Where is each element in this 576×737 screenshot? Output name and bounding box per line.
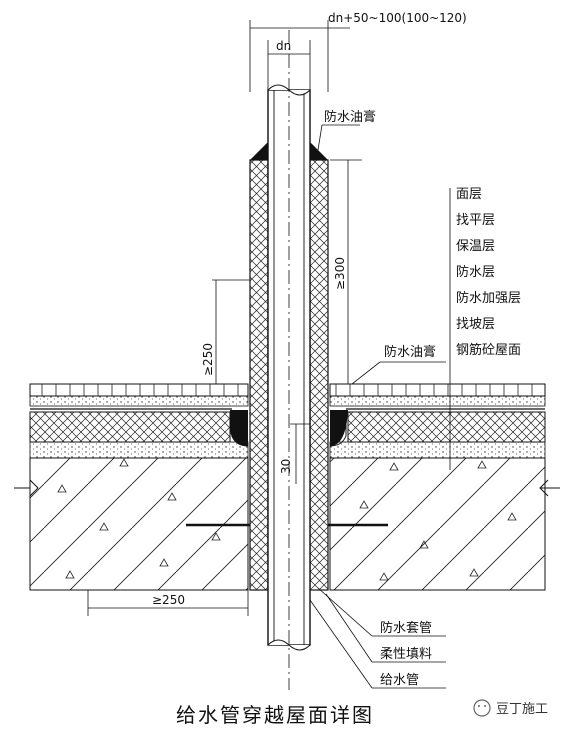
pipe-dn-dimension: dn <box>276 39 291 53</box>
layer-item: 防水层 <box>456 264 495 280</box>
gap-30-dimension: 30 <box>279 459 293 474</box>
pipe-assembly <box>249 30 329 690</box>
drawing-title: 给水管穿越屋面详图 <box>176 703 374 727</box>
layer-item: 找平层 <box>456 213 495 228</box>
wechat-icon <box>473 699 491 717</box>
bottom-250-dimension: ≥250 <box>152 593 185 607</box>
height-300-dimension: ≥300 <box>333 257 347 290</box>
watermark-text: 豆丁施工 <box>496 702 548 717</box>
height-250-dimension: ≥250 <box>201 343 215 376</box>
layer-item: 面层 <box>456 187 482 202</box>
dimension-lines <box>87 20 451 616</box>
watermark: 豆丁施工 <box>473 699 548 717</box>
layer-item: 防水加强层 <box>456 290 521 306</box>
layer-item: 找坡层 <box>456 317 495 332</box>
layer-list: 面层 找平层 保温层 防水层 防水加强层 找坡层 钢筋砼屋面 <box>456 187 521 358</box>
leader-lines <box>309 124 446 689</box>
sealant-top-label: 防水油膏 <box>324 109 376 125</box>
layer-item: 钢筋砼屋面 <box>456 342 521 358</box>
layer-item: 保温层 <box>456 239 495 254</box>
roof-layers <box>14 383 560 591</box>
pipe-label: 给水管 <box>380 673 419 688</box>
sealant-roof-label: 防水油膏 <box>384 344 436 360</box>
sleeve-label: 防水套管 <box>380 620 432 636</box>
top-width-dimension: dn+50~100(100~120) <box>328 11 467 25</box>
filler-label: 柔性填料 <box>380 647 432 662</box>
